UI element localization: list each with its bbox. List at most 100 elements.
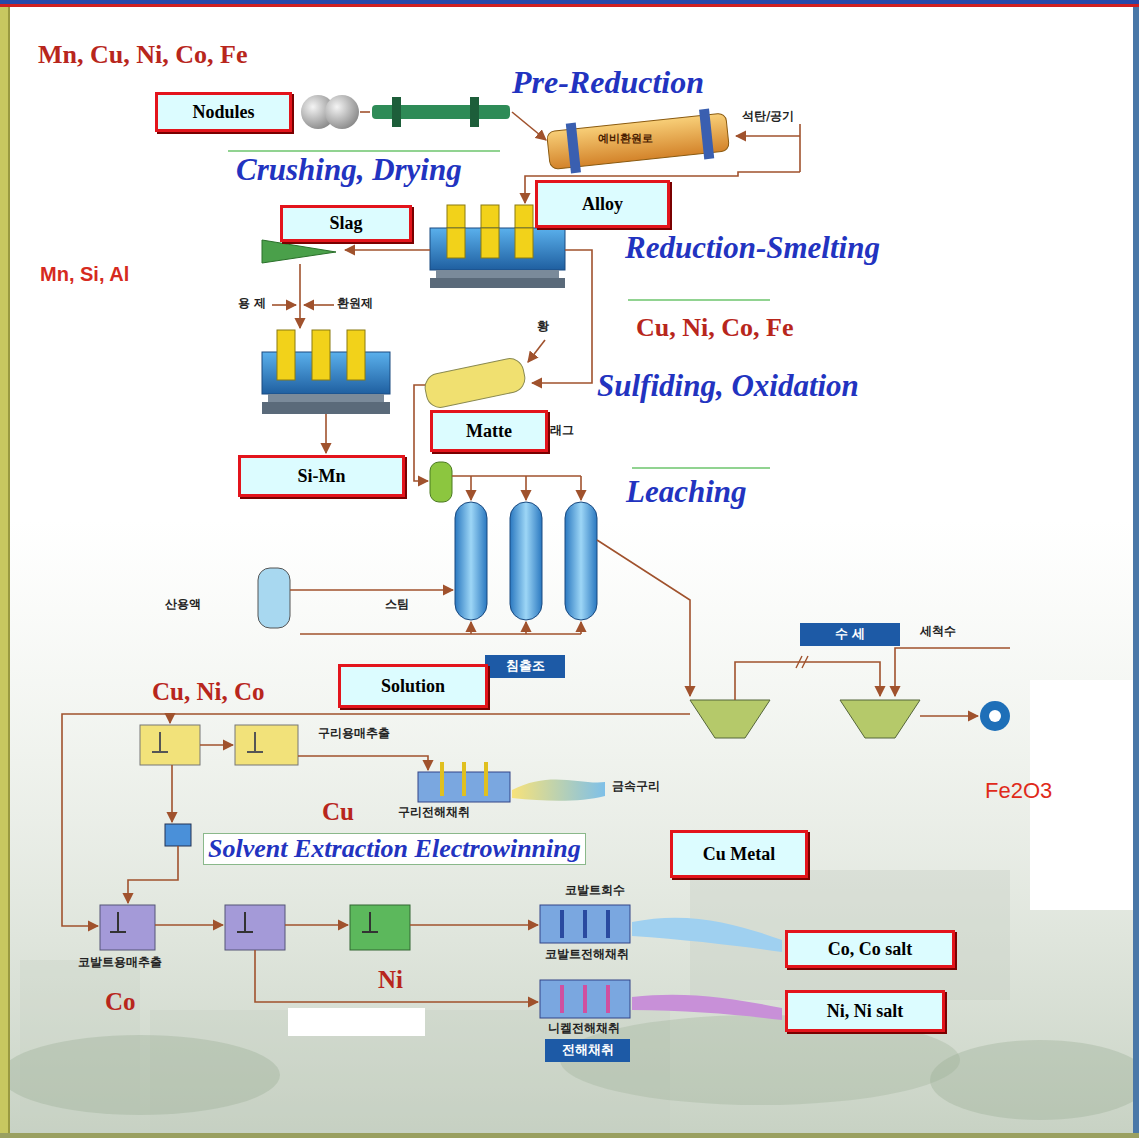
- background-photo: [930, 1040, 1139, 1120]
- mixer-settler: [350, 905, 410, 950]
- product-stream: [632, 995, 782, 1020]
- box-text: Ni, Ni salt: [827, 1001, 904, 1022]
- electrowinning-cell: [462, 762, 466, 796]
- process-label: Sulfiding, Oxidation: [597, 368, 859, 404]
- electrowinning-cell: [418, 762, 630, 1018]
- pump: [980, 701, 1010, 731]
- product-box: Nodules: [155, 92, 292, 132]
- process-label: Pre-Reduction: [512, 64, 704, 101]
- simn-furnace: [312, 330, 330, 380]
- flow-line: [532, 250, 592, 383]
- smelting-furnace: [515, 228, 533, 258]
- equipment-label: 황: [537, 320, 549, 334]
- box-text: Solution: [381, 676, 445, 697]
- thickener: [690, 700, 770, 738]
- crusher-dryer: [470, 97, 479, 127]
- flow-line: [470, 622, 472, 634]
- element-label: Mn, Cu, Ni, Co, Fe: [38, 40, 247, 70]
- product-box: Ni, Ni salt: [785, 990, 945, 1032]
- equipment-label: 환원제: [337, 297, 373, 311]
- page-frame: [1133, 7, 1139, 1138]
- process-label: Reduction-Smelting: [625, 230, 880, 266]
- slag-chute: [262, 240, 336, 263]
- leaching-column: [455, 502, 597, 620]
- flow-line: [525, 622, 527, 634]
- mixer-settler: [140, 725, 200, 765]
- process-tag: 수 세: [800, 623, 900, 646]
- process-tag: 침출조: [485, 655, 565, 678]
- flow-line: [300, 633, 581, 635]
- smelting-furnace: [481, 228, 499, 258]
- converter: [423, 356, 528, 410]
- product-box: Alloy: [535, 180, 670, 228]
- flow-line: [345, 249, 430, 251]
- product-box: Slag: [280, 205, 412, 242]
- flow-line: [128, 846, 178, 903]
- box-text: 수 세: [835, 627, 866, 642]
- electrowinning-cell: [440, 762, 444, 796]
- equipment-label: 코발트전해채취: [545, 948, 629, 962]
- electrowinning-cell: [606, 910, 610, 938]
- feed-tank: [430, 462, 452, 502]
- flow-line: [200, 744, 233, 746]
- crusher-dryer: [392, 97, 401, 127]
- flow-line: [155, 924, 223, 926]
- page-frame: [0, 0, 1139, 4]
- electrowinning-cell: [484, 762, 488, 796]
- accent-rule: [228, 151, 770, 468]
- flow-line: [736, 135, 800, 137]
- smelting-furnace: [436, 270, 559, 278]
- flow-line: [735, 662, 880, 700]
- equipment-label: 예비환원로: [598, 133, 653, 146]
- element-label: Cu, Ni, Co: [152, 678, 265, 707]
- electrowinning-cell: [540, 905, 630, 943]
- process-label: Crushing, Drying: [232, 152, 466, 188]
- accent-rule: [628, 299, 770, 301]
- acid-tank: [258, 568, 290, 628]
- smelting-furnace: [430, 278, 565, 288]
- slag-chute: [262, 240, 336, 263]
- page-frame: [0, 7, 8, 1138]
- leaching-column: [510, 502, 542, 620]
- product-box: Si-Mn: [238, 455, 405, 497]
- box-text: 전해채취: [562, 1043, 614, 1058]
- smelting-furnace: [447, 228, 465, 258]
- electrowinning-cell: [583, 985, 587, 1013]
- flow-line: [285, 924, 348, 926]
- leaching-column: [565, 502, 597, 620]
- equipment-label: 구리전해채취: [398, 806, 470, 820]
- equipment-label: 니켈전해채취: [548, 1022, 620, 1036]
- equipment-label: 용 제: [238, 297, 266, 311]
- flow-line: [528, 340, 545, 362]
- flow-line: [580, 622, 582, 634]
- equipment-label: 세척수: [920, 625, 956, 639]
- leaching-column: [455, 502, 487, 620]
- pre-reduction-kiln: [566, 123, 581, 174]
- thickener: [840, 700, 920, 738]
- equipment-label: 금속구리: [612, 780, 660, 794]
- element-label: Fe2O3: [985, 778, 1052, 803]
- box-text: Cu Metal: [703, 844, 775, 865]
- equipment-label: 래그: [550, 424, 574, 438]
- element-label: Ni: [378, 966, 403, 995]
- smelting-furnace: [481, 205, 499, 260]
- flow-line: [470, 476, 472, 500]
- page-frame: [0, 1133, 1139, 1138]
- electrowinning-cell: [583, 910, 587, 938]
- mixer-settler: [165, 824, 191, 846]
- flow-line: [62, 714, 690, 926]
- box-text: Nodules: [192, 102, 254, 123]
- product-box: Co, Co salt: [785, 930, 955, 968]
- mixer-settler: [235, 725, 298, 765]
- pre-reduction-kiln: [546, 107, 730, 176]
- flow-line: [525, 476, 527, 500]
- process-label: Leaching: [626, 474, 747, 510]
- flow-line: [255, 950, 538, 1002]
- box-text: Slag: [329, 213, 362, 234]
- flow-line: [799, 124, 801, 172]
- flow-line: [325, 414, 327, 453]
- background-photo: [0, 1035, 280, 1115]
- converter: [423, 356, 528, 410]
- pump: [980, 701, 1010, 731]
